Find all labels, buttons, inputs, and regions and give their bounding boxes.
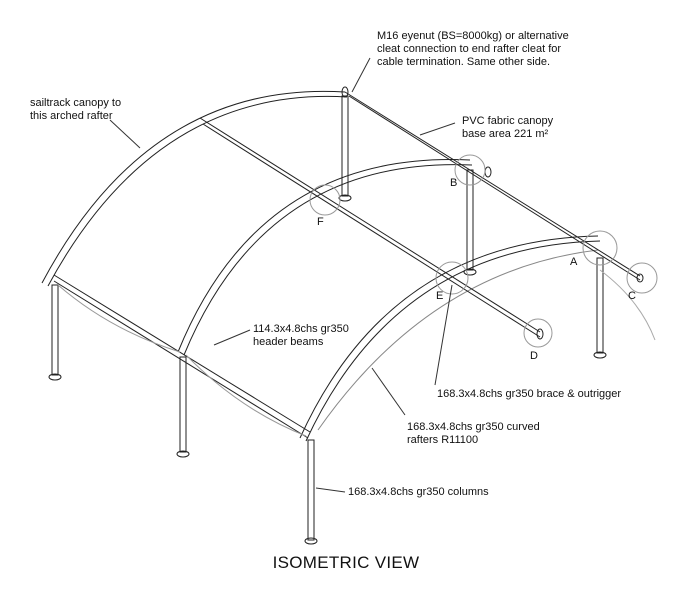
header-label-line1: 114.3x4.8chs gr350 <box>253 323 349 335</box>
brace-line <box>199 117 541 333</box>
columns-label: 168.3x4.8chs gr350 columns <box>348 486 489 498</box>
rafter-back <box>41 90 346 284</box>
marker-e: E <box>436 290 444 302</box>
column-back-top <box>341 95 349 197</box>
brace-label: 168.3x4.8chs gr350 brace & outrigger <box>437 388 622 400</box>
header-beam <box>53 274 311 433</box>
pvc-label-line1: PVC fabric canopy <box>462 115 554 127</box>
detail-circle-e <box>435 261 469 295</box>
rafters-label-line2: rafters R11100 <box>407 434 479 446</box>
rafters-label-line1: 168.3x4.8chs gr350 curved <box>407 421 540 433</box>
detail-circle-c <box>626 262 658 294</box>
column-b <box>466 169 474 271</box>
rafter-middle <box>177 159 471 353</box>
marker-b: B <box>450 177 458 189</box>
detail-circle-f <box>309 184 341 216</box>
marker-c: C <box>628 290 636 302</box>
header-label-line2: header beams <box>253 336 324 348</box>
marker-f: F <box>317 216 324 228</box>
detail-circle-d <box>523 318 553 348</box>
eyenut-label-line3: cable termination. Same other side. <box>377 56 551 68</box>
marker-a: A <box>570 256 578 268</box>
sailtrack-label-line1: sailtrack canopy to <box>30 97 122 109</box>
rafter-front <box>299 235 599 439</box>
eyenut-label-line2: cleat connection to end rafter cleat for <box>377 43 562 55</box>
ridge-beam <box>344 91 641 277</box>
detail-circle-b <box>454 154 486 186</box>
view-title: ISOMETRIC VIEW <box>272 553 420 572</box>
column-back-left <box>51 284 59 376</box>
eyenut-label-line1: M16 eyenut (BS=8000kg) or alternative <box>377 30 569 42</box>
pvc-label-line2: base area 221 m² <box>462 128 549 140</box>
detail-circle-a <box>582 230 618 266</box>
column-front-left <box>307 439 315 541</box>
column-a <box>596 257 604 354</box>
column-mid-left <box>179 356 187 453</box>
marker-d: D <box>530 350 538 362</box>
sailtrack-label-line2: this arched rafter <box>30 110 113 122</box>
